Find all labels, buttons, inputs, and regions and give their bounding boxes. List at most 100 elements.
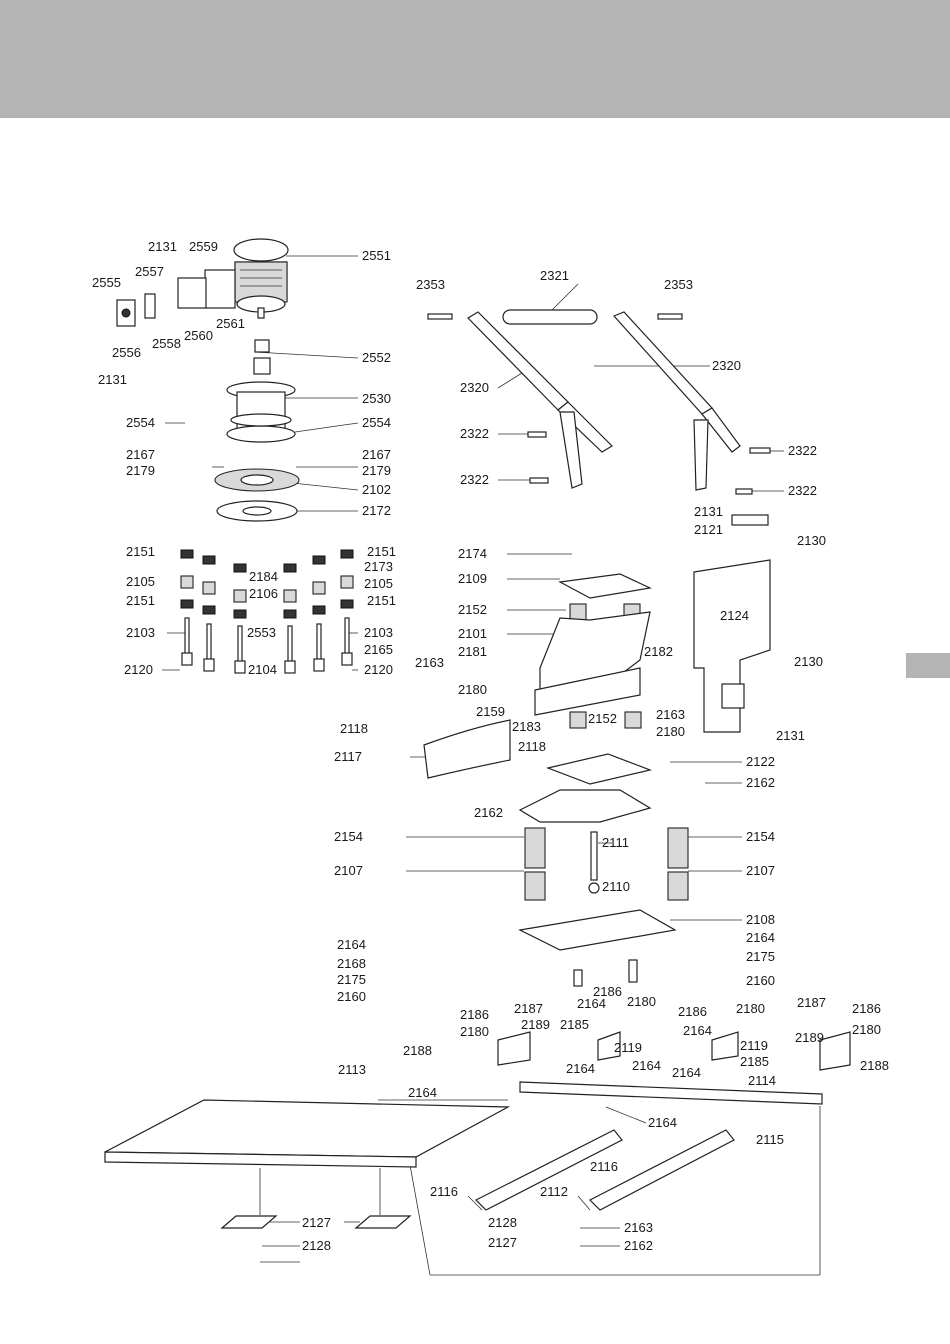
part-label: 2162 — [624, 1238, 653, 1253]
part-label: 2551 — [362, 248, 391, 263]
part-label: 2561 — [216, 316, 245, 331]
part-label: 2103 — [126, 625, 155, 640]
part-label: 2558 — [152, 336, 181, 351]
part-label: 2152 — [588, 711, 617, 726]
part-label: 2555 — [92, 275, 121, 290]
part-label: 2162 — [746, 775, 775, 790]
part-label: 2189 — [795, 1030, 824, 1045]
part-label: 2187 — [514, 1001, 543, 1016]
part-label: 2554 — [126, 415, 155, 430]
part-label: 2554 — [362, 415, 391, 430]
part-label: 2184 — [249, 569, 278, 584]
part-label: 2186 — [593, 984, 622, 999]
part-label: 2164 — [408, 1085, 437, 1100]
part-label: 2120 — [124, 662, 153, 677]
part-label: 2107 — [746, 863, 775, 878]
part-label: 2167 — [126, 447, 155, 462]
motor-assembly — [116, 238, 300, 522]
part-label: 2102 — [362, 482, 391, 497]
part-label: 2186 — [678, 1004, 707, 1019]
part-label: 2151 — [126, 544, 155, 559]
part-label: 2106 — [249, 586, 278, 601]
part-label: 2188 — [860, 1058, 889, 1073]
part-label: 2114 — [748, 1073, 776, 1088]
part-label: 2559 — [189, 239, 218, 254]
part-label: 2151 — [367, 544, 396, 559]
part-label: 2167 — [362, 447, 391, 462]
part-label: 2182 — [644, 644, 673, 659]
part-label: 2185 — [560, 1017, 589, 1032]
part-label: 2185 — [740, 1054, 769, 1069]
part-label: 2322 — [788, 483, 817, 498]
part-label: 2168 — [337, 956, 366, 971]
part-label: 2119 — [740, 1038, 768, 1053]
part-label: 2322 — [788, 443, 817, 458]
part-number-labels: 2131 2559 2551 2555 2557 2556 2558 2560 … — [92, 239, 889, 1253]
part-label: 2188 — [403, 1043, 432, 1058]
part-label: 2181 — [458, 644, 487, 659]
part-label: 2175 — [337, 972, 366, 987]
part-label: 2111 — [602, 835, 629, 850]
part-label: 2163 — [415, 655, 444, 670]
arm-assembly — [427, 309, 771, 495]
part-label: 2118 — [518, 739, 546, 754]
part-label: 2124 — [720, 608, 749, 623]
column-housing — [423, 514, 771, 823]
base-plate — [497, 909, 851, 1071]
part-label: 2180 — [736, 1001, 765, 1016]
part-label: 2103 — [364, 625, 393, 640]
part-label: 2180 — [852, 1022, 881, 1037]
part-label: 2116 — [430, 1184, 458, 1199]
gas-springs — [524, 827, 689, 901]
part-label: 2173 — [364, 559, 393, 574]
part-label: 2131 — [148, 239, 177, 254]
part-label: 2164 — [672, 1065, 701, 1080]
part-label: 2322 — [460, 472, 489, 487]
part-label: 2118 — [340, 721, 368, 736]
part-label: 2164 — [746, 930, 775, 945]
part-label: 2104 — [248, 662, 277, 677]
part-label: 2110 — [602, 879, 630, 894]
part-label: 2116 — [590, 1159, 618, 1174]
part-label: 2131 — [694, 504, 723, 519]
part-label: 2121 — [694, 522, 723, 537]
part-label: 2101 — [458, 626, 487, 641]
part-label: 2186 — [460, 1007, 489, 1022]
part-label: 2117 — [334, 749, 362, 764]
part-label: 2130 — [794, 654, 823, 669]
part-label: 2154 — [746, 829, 775, 844]
part-label: 2172 — [362, 503, 391, 518]
part-label: 2321 — [540, 268, 569, 283]
part-label: 2552 — [362, 350, 391, 365]
part-label: 2175 — [746, 949, 775, 964]
part-label: 2162 — [474, 805, 503, 820]
part-label: 2164 — [632, 1058, 661, 1073]
part-label: 2127 — [488, 1235, 517, 1250]
part-label: 2557 — [135, 264, 164, 279]
part-label: 2109 — [458, 571, 487, 586]
part-label: 2560 — [184, 328, 213, 343]
part-label: 2179 — [362, 463, 391, 478]
part-label: 2105 — [126, 574, 155, 589]
header-band — [0, 0, 950, 118]
part-label: 2131 — [776, 728, 805, 743]
part-label: 2187 — [797, 995, 826, 1010]
part-label: 2151 — [126, 593, 155, 608]
part-label: 2353 — [664, 277, 693, 292]
part-label: 2180 — [460, 1024, 489, 1039]
part-label: 2105 — [364, 576, 393, 591]
part-label: 2180 — [656, 724, 685, 739]
section-tab — [906, 653, 950, 678]
part-label: 2159 — [476, 704, 505, 719]
part-label: 2160 — [337, 989, 366, 1004]
part-label: 2154 — [334, 829, 363, 844]
part-label: 2151 — [367, 593, 396, 608]
part-label: 2128 — [302, 1238, 331, 1253]
part-label: 2127 — [302, 1215, 331, 1230]
part-label: 2112 — [540, 1184, 568, 1199]
part-label: 2179 — [126, 463, 155, 478]
part-label: 2113 — [338, 1062, 366, 1077]
part-label: 2174 — [458, 546, 487, 561]
part-label: 2183 — [512, 719, 541, 734]
